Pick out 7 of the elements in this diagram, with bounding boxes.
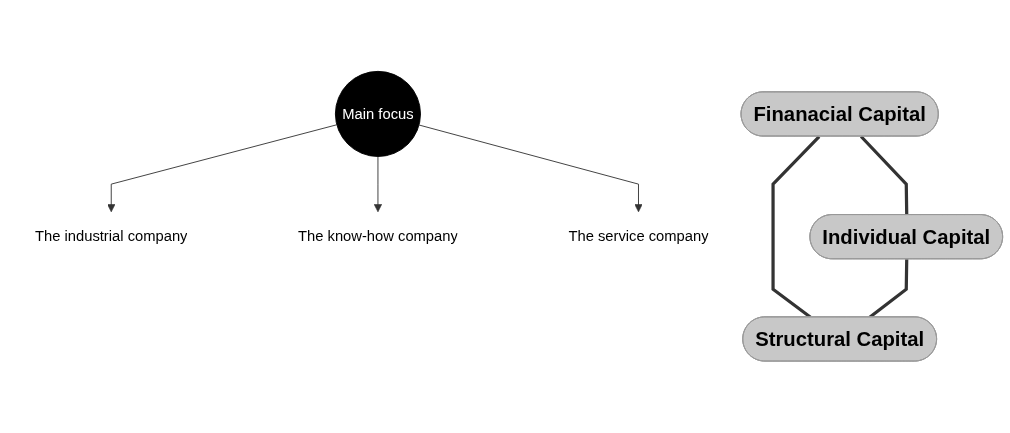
connector (868, 259, 909, 319)
node-circle: Main focus (334, 71, 421, 158)
node-text: The know-how company (298, 228, 458, 245)
connector (771, 135, 821, 319)
node-text: The service company (568, 228, 709, 245)
node-text: The industrial company (35, 228, 188, 245)
connector (859, 135, 909, 216)
